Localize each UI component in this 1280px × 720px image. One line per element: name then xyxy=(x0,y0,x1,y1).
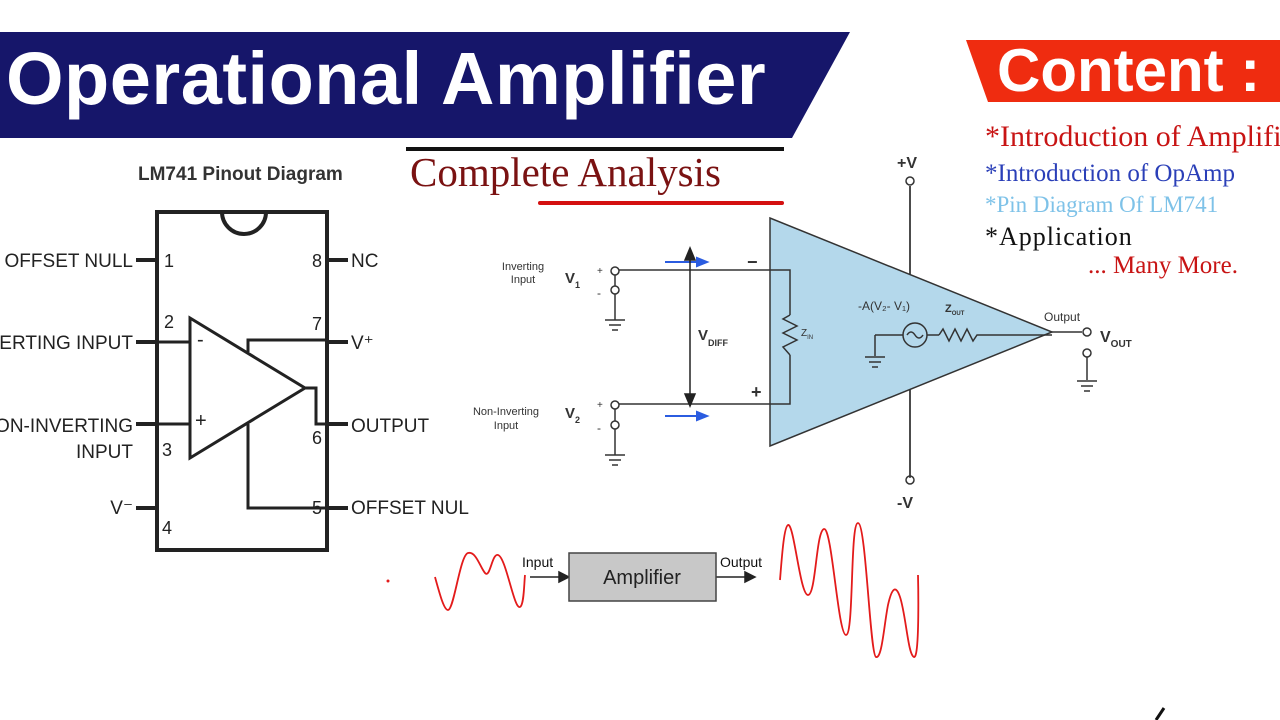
pin-label-7: V⁺ xyxy=(351,333,374,354)
input-grounds xyxy=(605,319,625,466)
v1-plus-terminal xyxy=(610,266,620,276)
output-waveform xyxy=(779,522,920,658)
content-item-opamp: *Introduction of OpAmp xyxy=(985,160,1235,187)
title-banner xyxy=(0,32,850,138)
pin-label-3-line2: INPUT xyxy=(76,442,133,463)
subtitle-overline xyxy=(406,147,784,151)
vdiff-arrow xyxy=(683,246,697,408)
v1-minus-terminal xyxy=(610,285,620,295)
pin-number-6: 6 xyxy=(312,428,322,448)
opamp-equivalent-model: +V -V − + ZIN + - + - V1 V2 Inverting In… xyxy=(473,155,1132,512)
pin-number-3: 3 xyxy=(162,440,172,460)
zin-label: ZIN xyxy=(801,328,813,341)
pin-label-1: OFFSET NULL xyxy=(5,251,133,272)
triangle-minus: − xyxy=(747,252,758,272)
zout-resistor xyxy=(938,327,981,343)
v2-plus-terminal xyxy=(610,400,620,410)
pin-label-6: OUTPUT xyxy=(351,416,430,437)
content-banner xyxy=(966,40,1280,102)
waveform-dot xyxy=(386,579,390,583)
content-heading: Content : xyxy=(997,37,1261,104)
pin-number-1: 1 xyxy=(164,251,174,271)
internal-minus: - xyxy=(197,329,204,351)
block-output-label: Output xyxy=(720,554,762,570)
pin-label-4: V⁻ xyxy=(110,498,133,519)
amplifier-block-label: Amplifier xyxy=(603,567,681,589)
amplifier-block xyxy=(568,552,717,602)
pin-number-8: 8 xyxy=(312,251,322,271)
supply-pos-terminal xyxy=(905,176,915,186)
ic-notch xyxy=(220,211,268,236)
pin-number-5: 5 xyxy=(312,498,322,518)
pinout-title: LM741 Pinout Diagram xyxy=(138,164,343,185)
noninverting-input-label-line1: Non-Inverting xyxy=(473,406,539,418)
inverting-input-label-line2: Input xyxy=(511,274,535,286)
pin-leads xyxy=(136,258,348,510)
v1-minus-sign: - xyxy=(597,286,601,300)
subtitle: Complete Analysis xyxy=(410,149,721,195)
internal-plus: + xyxy=(195,410,207,432)
input-waveform xyxy=(434,552,526,611)
amplifier-block-diagram: Input Output Amplifier xyxy=(386,522,920,658)
triangle-plus: + xyxy=(751,382,762,402)
source-ground xyxy=(865,356,885,368)
subtitle-underline xyxy=(538,201,784,205)
ac-source-icon xyxy=(906,331,924,339)
content-item-application: *Application xyxy=(985,222,1133,251)
ic-body xyxy=(155,210,329,552)
page-title: Operational Amplifier xyxy=(6,37,767,120)
output-ground xyxy=(1077,380,1097,392)
pin-label-3-line1: NON-INVERTING xyxy=(0,416,133,437)
content-item-amplifier: *Introduction of Amplifier xyxy=(985,120,1280,153)
v1-label: V1 xyxy=(565,270,580,290)
vdiff-label: VDIFF xyxy=(698,327,729,348)
inverting-input-label-line1: Inverting xyxy=(502,261,544,273)
v2-plus-sign: + xyxy=(597,400,603,411)
output-ground-terminal xyxy=(1082,348,1092,358)
content-item-pin-diagram: *Pin Diagram Of LM741 xyxy=(985,192,1219,217)
vout-label: VOUT xyxy=(1100,329,1132,350)
voltage-source xyxy=(902,322,928,348)
internal-opamp-symbol xyxy=(188,315,308,461)
pin-label-8: NC xyxy=(351,251,378,272)
pin-number-7: 7 xyxy=(312,314,322,334)
internal-wiring xyxy=(157,338,327,510)
zin-resistor xyxy=(781,314,799,356)
lm741-pinout-diagram: LM741 Pinout Diagram - + 1 2 3 4 5 6 7 8… xyxy=(0,164,470,552)
source-expression: -A(V₂- V₁) xyxy=(858,299,910,313)
pin-label-5: OFFSET NULL xyxy=(351,498,470,519)
pin-number-2: 2 xyxy=(164,312,174,332)
v2-minus-sign: - xyxy=(597,421,601,435)
corner-mark xyxy=(1154,707,1166,720)
v2-minus-terminal xyxy=(610,420,620,430)
supply-neg-label: -V xyxy=(897,495,913,512)
output-label: Output xyxy=(1044,310,1081,324)
block-input-label: Input xyxy=(522,554,553,570)
zout-label: ZOUT xyxy=(945,303,965,317)
output-terminal xyxy=(1082,327,1092,337)
current-arrows xyxy=(665,256,710,422)
supply-pos-label: +V xyxy=(897,155,917,172)
pin-label-2: INVERTING INPUT xyxy=(0,333,133,354)
v2-label: V2 xyxy=(565,405,580,425)
v1-plus-sign: + xyxy=(597,266,603,277)
pin-number-4: 4 xyxy=(162,518,172,538)
noninverting-input-label-line2: Input xyxy=(494,420,518,432)
content-item-more: ... Many More. xyxy=(1088,252,1238,279)
